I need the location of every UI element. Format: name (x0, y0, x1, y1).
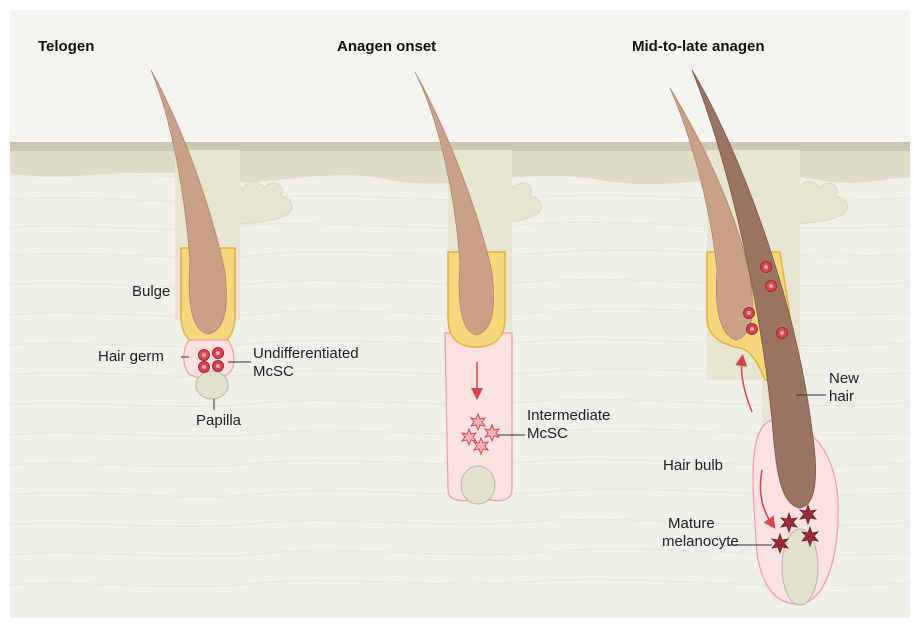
label-undiff-line1: Undifferentiated (253, 345, 359, 363)
panel-title-anagen-onset: Anagen onset (337, 38, 436, 56)
label-new-hair-line2: hair (829, 388, 859, 406)
label-mature-line2: melanocyte (662, 533, 739, 551)
label-new-hair-line1: New (829, 370, 859, 388)
label-hair-bulb: Hair bulb (663, 457, 723, 475)
dermal-papilla (196, 371, 228, 399)
label-papilla: Papilla (196, 412, 241, 430)
label-intermediate-line2: McSC (527, 425, 610, 443)
label-bulge: Bulge (132, 283, 170, 301)
dermal-papilla (461, 466, 495, 504)
label-undiff-line2: McSC (253, 363, 359, 381)
label-mature-line1: Mature (668, 515, 739, 533)
panel-title-telogen: Telogen (38, 38, 94, 56)
label-new-hair: New hair (829, 370, 859, 407)
label-intermediate-line1: Intermediate (527, 407, 610, 425)
label-intermediate-mcsc: Intermediate McSC (527, 407, 610, 444)
panel-title-mid-late-anagen: Mid-to-late anagen (632, 38, 765, 56)
label-undifferentiated-mcsc: Undifferentiated McSC (253, 345, 359, 382)
label-mature-melanocyte: Mature melanocyte (668, 515, 739, 552)
skin-surface-line (10, 142, 910, 151)
label-hair-germ: Hair germ (98, 348, 164, 366)
